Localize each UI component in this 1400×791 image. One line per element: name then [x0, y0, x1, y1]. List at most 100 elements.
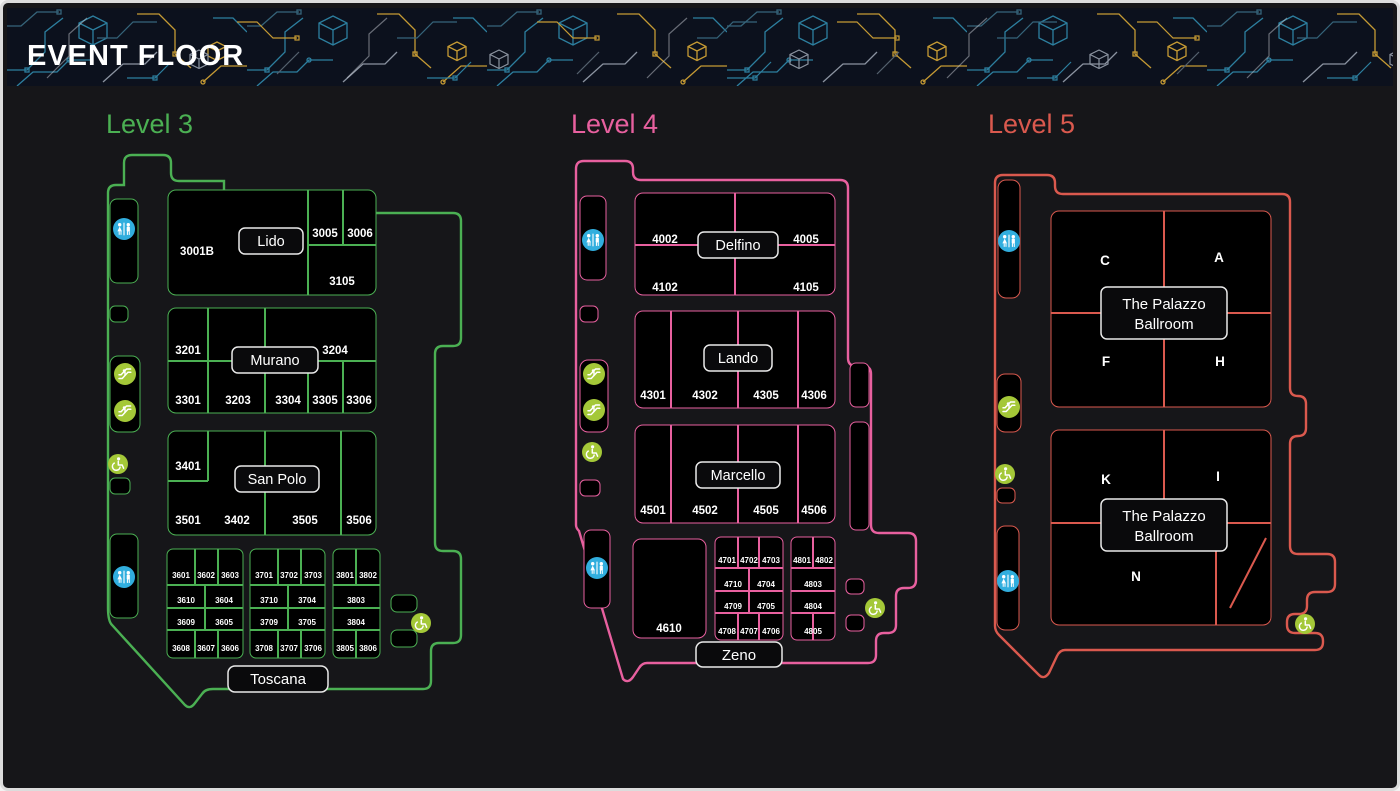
palazzo-ballroom-upper-line1: The Palazzo	[1122, 296, 1205, 313]
room-3606-label: 3606	[221, 644, 239, 653]
room-4801-label: 4801	[793, 556, 811, 565]
level-4-floorplan: 4002 4005 4102 4105 Delfino 4301 4302 43…	[574, 159, 918, 683]
room-4804-label: 4804	[804, 602, 822, 611]
room-3506-label: 3506	[346, 515, 372, 527]
room-3705-label: 3705	[298, 618, 316, 627]
murano-plate-label: Murano	[250, 353, 299, 369]
san-polo-plate	[234, 465, 320, 493]
room-4710-label: 4710	[724, 580, 742, 589]
zeno-plate-label: Zeno	[722, 647, 756, 664]
room-4506-label: 4506	[801, 505, 827, 517]
room-3001B-label: 3001B	[180, 246, 214, 258]
level-4-title: Level 4	[571, 109, 659, 139]
room-3704-label: 3704	[298, 596, 316, 605]
restroom-icon	[586, 557, 608, 579]
room-K-label: K	[1101, 472, 1111, 487]
room-3702-label: 3702	[280, 571, 298, 580]
accessibility-icon	[864, 597, 886, 619]
room-3607-label: 3607	[197, 644, 215, 653]
room-3805-label: 3805	[336, 644, 354, 653]
room-3204-label: 3204	[322, 345, 348, 357]
room-4105-label: 4105	[793, 282, 819, 294]
room-4701-label: 4701	[718, 556, 736, 565]
room-4707-label: 4707	[740, 627, 758, 636]
room-3402-label: 3402	[224, 515, 250, 527]
rooms-3800-block: 3801 3802 3803 3804 3805 3806	[332, 548, 381, 659]
room-C-label: C	[1100, 253, 1110, 268]
palazzo-ballroom-lower-line2: Ballroom	[1134, 528, 1193, 545]
restroom-icon	[113, 218, 135, 240]
room-3609-label: 3609	[177, 618, 195, 627]
palazzo-ballroom-lower-line1: The Palazzo	[1122, 508, 1205, 525]
room-3605-label: 3605	[215, 618, 233, 627]
zeno-plate	[695, 641, 783, 668]
level-5-title: Level 5	[988, 109, 1076, 139]
room-4102-label: 4102	[652, 282, 678, 294]
rooms-3600-block: 3601 3602 3603 3610 3604 3609 3605 3608 …	[166, 548, 244, 659]
room-3505-label: 3505	[292, 515, 318, 527]
accessibility-icon	[994, 463, 1016, 485]
room-4702-label: 4702	[740, 556, 758, 565]
circuit-pattern-art	[7, 8, 1393, 86]
room-4505-label: 4505	[753, 505, 779, 517]
murano-block: 3201 3204 3301 3203 3304 3305 3306 Muran…	[167, 307, 377, 414]
header-banner: EVENT FLOOR	[7, 8, 1393, 86]
restroom-icon	[582, 229, 604, 251]
lido-plate	[238, 227, 304, 255]
page-title: EVENT FLOOR	[27, 40, 245, 72]
level-5-outline	[993, 173, 1337, 679]
room-4805-label: 4805	[804, 627, 822, 636]
ballroom-lower-block: K I N The Palazzo Ballroom	[1050, 429, 1272, 626]
room-4610-block: 4610	[632, 538, 707, 639]
room-N-label: N	[1131, 569, 1141, 584]
marcello-plate	[695, 461, 781, 489]
rooms-4800-block: 4801 4802 4803 4804 4805	[790, 536, 836, 641]
lando-plate	[703, 344, 773, 372]
room-4706-label: 4706	[762, 627, 780, 636]
room-4703-label: 4703	[762, 556, 780, 565]
room-3306-label: 3306	[346, 395, 372, 407]
level-3-outline	[106, 153, 463, 709]
room-4301-label: 4301	[640, 390, 666, 402]
room-4708-label: 4708	[718, 627, 736, 636]
room-3304-label: 3304	[275, 395, 301, 407]
accessibility-icon	[410, 612, 432, 634]
level-4-outline	[574, 159, 918, 683]
level-3-floorplan: 3001B 3005 3006 3105 Lido 3201 3204 3301…	[106, 153, 463, 709]
room-3803-label: 3803	[347, 596, 365, 605]
delfino-plate	[697, 231, 779, 259]
lido-plate-label: Lido	[257, 234, 284, 250]
san-polo-block: 3401 3501 3402 3505 3506 San Polo	[167, 430, 377, 536]
room-4005-label: 4005	[793, 234, 819, 246]
room-3301-label: 3301	[175, 395, 201, 407]
rooms-3700-block: 3701 3702 3703 3710 3704 3709 3705 3708 …	[249, 548, 326, 659]
room-3201-label: 3201	[175, 345, 201, 357]
room-3709-label: 3709	[260, 618, 278, 627]
delfino-plate-label: Delfino	[715, 238, 760, 254]
room-3401-label: 3401	[175, 461, 201, 473]
room-4802-label: 4802	[815, 556, 833, 565]
room-3701-label: 3701	[255, 571, 273, 580]
escalator-icon	[582, 398, 606, 422]
restroom-icon	[113, 566, 135, 588]
room-3305-label: 3305	[312, 395, 338, 407]
rooms-4700-block: 4701 4702 4703 4710 4704 4709 4705 4708 …	[714, 536, 784, 641]
room-4610-label: 4610	[656, 623, 682, 635]
palazzo-ballroom-lower-plate	[1100, 498, 1228, 552]
delfino-block: 4002 4005 4102 4105 Delfino	[634, 192, 836, 296]
accessibility-icon	[581, 441, 603, 463]
room-3610-label: 3610	[177, 596, 195, 605]
room-3604-label: 3604	[215, 596, 233, 605]
room-4705-label: 4705	[757, 602, 775, 611]
marcello-block: 4501 4502 4505 4506 Marcello	[634, 424, 836, 524]
palazzo-ballroom-upper-plate	[1100, 286, 1228, 340]
room-3708-label: 3708	[255, 644, 273, 653]
accessibility-icon	[1294, 613, 1316, 635]
level-5-floorplan: C A F H The Palazzo Ballroom K I N The P…	[993, 173, 1337, 679]
room-3806-label: 3806	[359, 644, 377, 653]
restroom-icon	[997, 570, 1019, 592]
room-4305-label: 4305	[753, 390, 779, 402]
room-4704-label: 4704	[757, 580, 775, 589]
room-4002-label: 4002	[652, 234, 678, 246]
